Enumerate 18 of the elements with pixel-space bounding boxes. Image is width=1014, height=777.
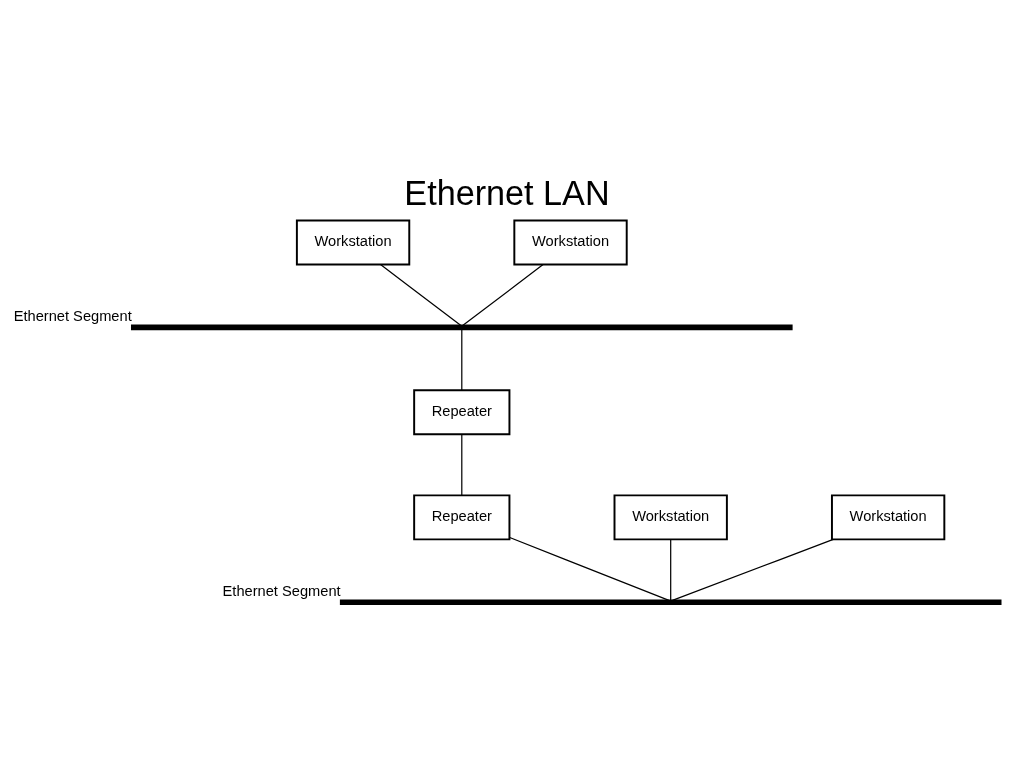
connector: [671, 538, 834, 601]
node-box: Repeater: [413, 494, 511, 541]
node-box: Workstation: [295, 219, 411, 266]
diagram-title: Ethernet LAN: [404, 174, 610, 213]
connector: [509, 536, 670, 601]
node-box: Workstation: [513, 219, 628, 266]
node-bar: [339, 599, 1002, 606]
node-label: Ethernet Segment: [222, 583, 341, 600]
connector: [379, 263, 462, 327]
node-box: Repeater: [413, 389, 511, 436]
connector: [461, 328, 463, 391]
node-bar: [131, 324, 793, 331]
connector: [462, 263, 544, 327]
node-label: Ethernet Segment: [13, 308, 132, 325]
connector: [461, 434, 463, 496]
node-box: Workstation: [613, 494, 728, 541]
node-box: Workstation: [830, 494, 946, 541]
connector: [670, 538, 672, 601]
